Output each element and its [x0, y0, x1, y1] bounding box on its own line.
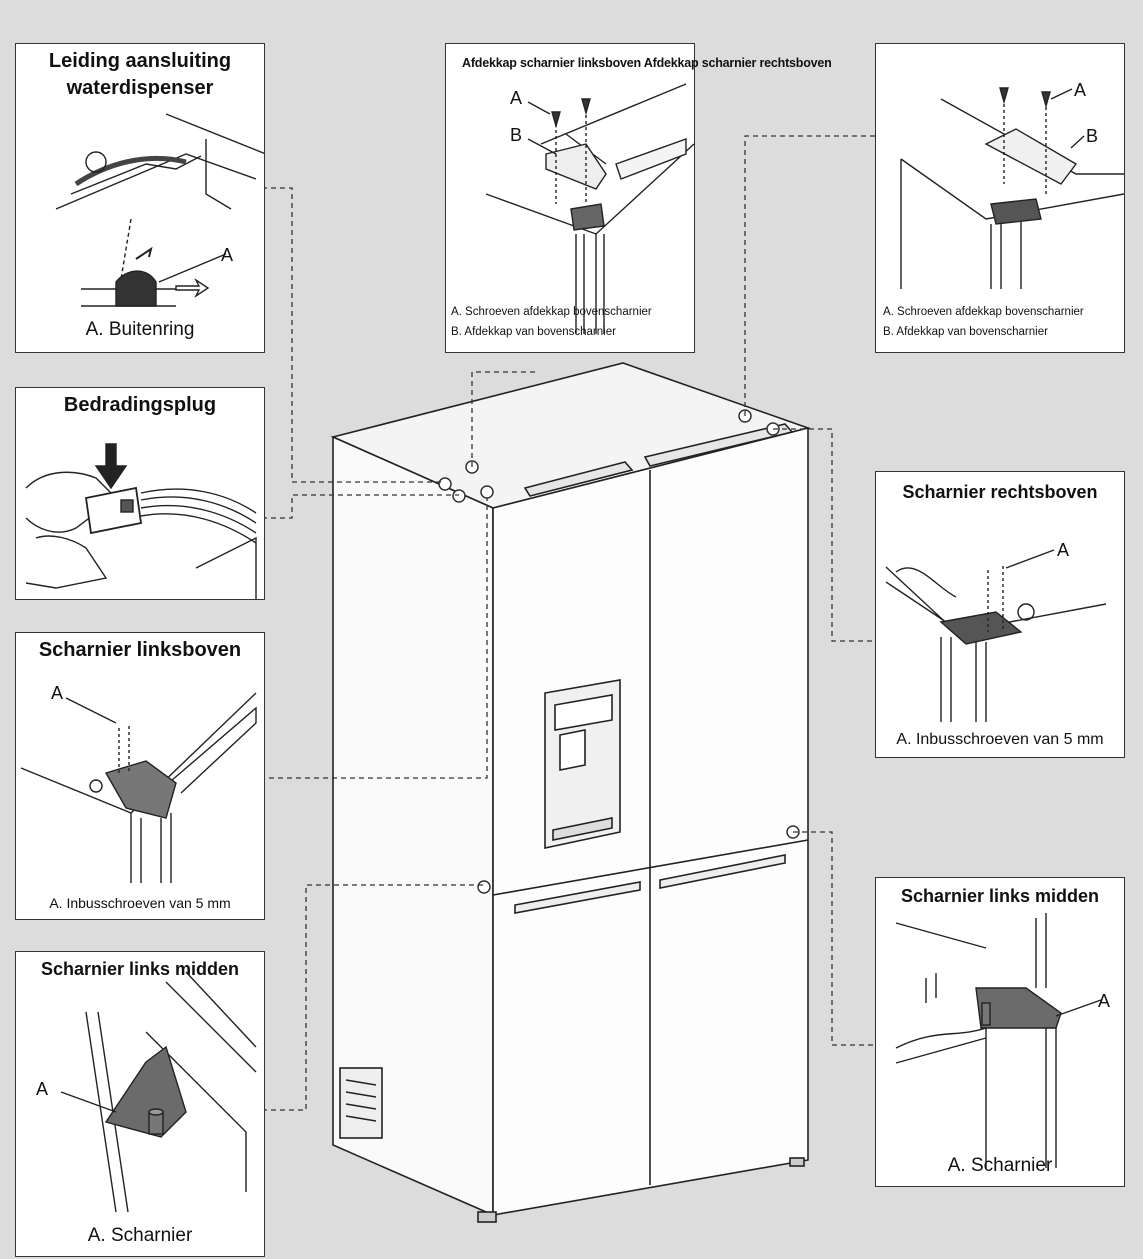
panel-cover-top-left: Afdekkap scharnier linksboven Afdekkap s…	[445, 43, 832, 353]
panel-title: Scharnier links midden	[40, 959, 240, 979]
panel-water-dispenser: Leiding aansluiting waterdispenser A A. …	[15, 43, 265, 353]
panel-wiring-plug: Bedradingsplug	[15, 387, 265, 600]
callout-a: A	[1074, 80, 1086, 100]
panel-caption: A. Schroeven afdekkap bovenscharnier B. …	[451, 302, 652, 342]
hinge-top-right-illustration	[885, 549, 1107, 722]
label-overlay: A	[1098, 991, 1110, 1011]
callout-b: B	[1086, 126, 1098, 146]
caption-a: A. Schroeven afdekkap bovenscharnier	[883, 306, 1084, 318]
label-overlay: A B	[1074, 80, 1098, 146]
label-overlay: A	[36, 1079, 48, 1099]
panel-title: Scharnier links midden	[900, 886, 1100, 906]
hinge-top-left-illustration	[20, 692, 257, 883]
panel-title: Scharnier linksboven	[38, 639, 242, 661]
panel-hinge-middle-left: Scharnier links midden A A. Scharnier	[15, 951, 265, 1257]
leader-lines	[260, 135, 878, 1111]
callout-b: B	[510, 125, 522, 145]
panel-caption: A. Inbusschroeven van 5 mm	[49, 895, 231, 911]
panel-caption: A. Scharnier	[87, 1225, 193, 1246]
refrigerator-illustration	[330, 362, 811, 1223]
label-overlay: A	[1057, 540, 1069, 560]
panel-caption: A. Scharnier	[947, 1155, 1053, 1176]
cover-top-left-illustration	[485, 83, 695, 334]
panel-hinge-top-right: Scharnier rechtsboven A A. Inbusschroeve…	[875, 471, 1125, 758]
panel-caption: A. Buitenring	[85, 319, 195, 340]
caption-a: A. Schroeven afdekkap bovenscharnier	[451, 306, 652, 318]
caption-b: B. Afdekkap van bovenscharnier	[883, 326, 1048, 338]
cover-top-right-illustration	[900, 87, 1124, 289]
title-line-1: Leiding aansluiting	[48, 50, 232, 72]
panel-title: Leiding aansluiting waterdispenser	[16, 48, 264, 102]
hinge-middle-right-illustration	[895, 913, 1102, 1168]
panel-hinge-top-left: Scharnier linksboven A A. Inbusschroeven…	[15, 632, 265, 920]
panel-title: Scharnier rechtsboven	[902, 482, 1098, 502]
panel-title: Afdekkap scharnier linksboven Afdekkap s…	[462, 56, 832, 70]
label-overlay: A B	[510, 88, 522, 145]
panel-caption: A. Schroeven afdekkap bovenscharnier B. …	[883, 302, 1084, 342]
callout-a: A	[51, 683, 63, 703]
panel-hinge-middle-right: Scharnier links midden A A. Scharnier	[875, 877, 1125, 1187]
callout-a: A	[221, 245, 233, 265]
hinge-middle-left-illustration	[60, 971, 257, 1213]
label-overlay: A	[221, 245, 233, 265]
wiring-plug-illustration	[25, 443, 257, 599]
caption-b: B. Afdekkap van bovenscharnier	[451, 326, 616, 338]
callout-a: A	[1057, 540, 1069, 560]
panel-title: Bedradingsplug	[63, 394, 217, 416]
title-line-2: waterdispenser	[66, 77, 214, 99]
callout-a: A	[510, 88, 522, 108]
panel-cover-top-right: A B A. Schroeven afdekkap bovenscharnier…	[875, 43, 1125, 353]
panel-caption: A. Inbusschroeven van 5 mm	[896, 731, 1104, 748]
callout-a: A	[36, 1079, 48, 1099]
water-line-illustration	[55, 113, 264, 307]
callout-a: A	[1098, 991, 1110, 1011]
label-overlay: A	[51, 683, 63, 703]
